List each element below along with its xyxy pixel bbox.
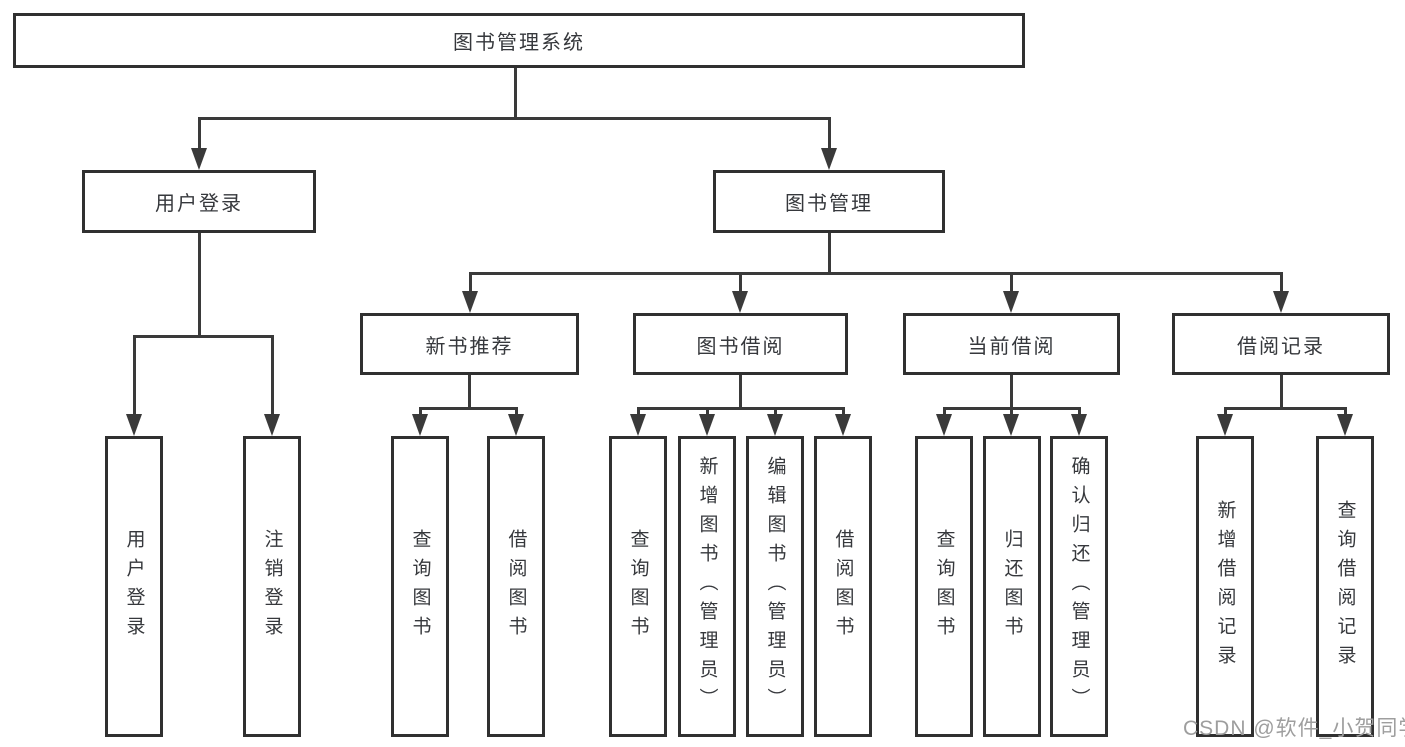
arrowhead-down-icon xyxy=(412,414,428,436)
connector-line xyxy=(419,407,422,416)
connector-line xyxy=(515,407,518,416)
leaf-logout: 注销登录 xyxy=(243,436,301,737)
connector-line xyxy=(198,233,201,336)
connector-line xyxy=(469,272,1283,275)
leaf-newbook-borrow: 借阅图书 xyxy=(487,436,545,737)
connector-line xyxy=(271,335,274,415)
leaf-current-query: 查询图书 xyxy=(915,436,973,737)
arrowhead-down-icon xyxy=(767,414,783,436)
leaf-borrow-edit: 编辑图书（管理员） xyxy=(746,436,804,737)
arrowhead-down-icon xyxy=(191,148,207,170)
arrowhead-down-icon xyxy=(1273,291,1289,313)
connector-line xyxy=(1224,407,1227,416)
leaf-records-query: 查询借阅记录 xyxy=(1316,436,1374,737)
connector-line xyxy=(133,335,136,415)
connector-line xyxy=(739,272,742,292)
arrowhead-down-icon xyxy=(264,414,280,436)
arrowhead-down-icon xyxy=(462,291,478,313)
connector-line xyxy=(198,117,201,150)
leaf-borrow-borrow: 借阅图书 xyxy=(814,436,872,737)
connector-line xyxy=(637,407,845,410)
arrowhead-down-icon xyxy=(732,291,748,313)
leaf-current-return: 归还图书 xyxy=(983,436,1041,737)
node-new-book-recommend: 新书推荐 xyxy=(360,313,579,375)
arrowhead-down-icon xyxy=(835,414,851,436)
csdn-watermark: CSDN @软件_小贺同学 xyxy=(1183,717,1405,740)
connector-line xyxy=(1078,407,1081,416)
arrowhead-down-icon xyxy=(821,148,837,170)
connector-line xyxy=(637,407,640,416)
leaf-user-login: 用户登录 xyxy=(105,436,163,737)
leaf-newbook-query: 查询图书 xyxy=(391,436,449,737)
leaf-current-confirm: 确认归还（管理员） xyxy=(1050,436,1108,737)
connector-line xyxy=(1010,272,1013,292)
connector-line xyxy=(1344,407,1347,416)
leaf-records-add: 新增借阅记录 xyxy=(1196,436,1254,737)
connector-line xyxy=(828,117,831,150)
connector-line xyxy=(133,335,274,338)
arrowhead-down-icon xyxy=(1217,414,1233,436)
node-book-borrow: 图书借阅 xyxy=(633,313,848,375)
arrowhead-down-icon xyxy=(699,414,715,436)
connector-line xyxy=(943,407,946,416)
connector-line xyxy=(828,233,831,273)
connector-line xyxy=(739,375,742,408)
connector-line xyxy=(1224,407,1347,410)
node-book-management: 图书管理 xyxy=(713,170,945,233)
connector-line xyxy=(1010,407,1013,416)
leaf-borrow-add: 新增图书（管理员） xyxy=(678,436,736,737)
arrowhead-down-icon xyxy=(1071,414,1087,436)
connector-line xyxy=(1010,375,1013,408)
connector-line xyxy=(468,375,471,408)
connector-line xyxy=(514,68,517,117)
node-user-login: 用户登录 xyxy=(82,170,316,233)
arrowhead-down-icon xyxy=(1337,414,1353,436)
leaf-borrow-query: 查询图书 xyxy=(609,436,667,737)
arrowhead-down-icon xyxy=(1003,291,1019,313)
arrowhead-down-icon xyxy=(936,414,952,436)
arrowhead-down-icon xyxy=(630,414,646,436)
connector-line xyxy=(1280,375,1283,408)
connector-line xyxy=(419,407,518,410)
arrowhead-down-icon xyxy=(508,414,524,436)
node-library-system: 图书管理系统 xyxy=(13,13,1025,68)
connector-line xyxy=(706,407,709,416)
connector-line xyxy=(198,117,831,120)
node-current-borrow: 当前借阅 xyxy=(903,313,1120,375)
connector-line xyxy=(1280,272,1283,292)
connector-line xyxy=(774,407,777,416)
connector-line xyxy=(469,272,472,292)
arrowhead-down-icon xyxy=(126,414,142,436)
arrowhead-down-icon xyxy=(1003,414,1019,436)
connector-line xyxy=(842,407,845,416)
node-borrow-records: 借阅记录 xyxy=(1172,313,1390,375)
